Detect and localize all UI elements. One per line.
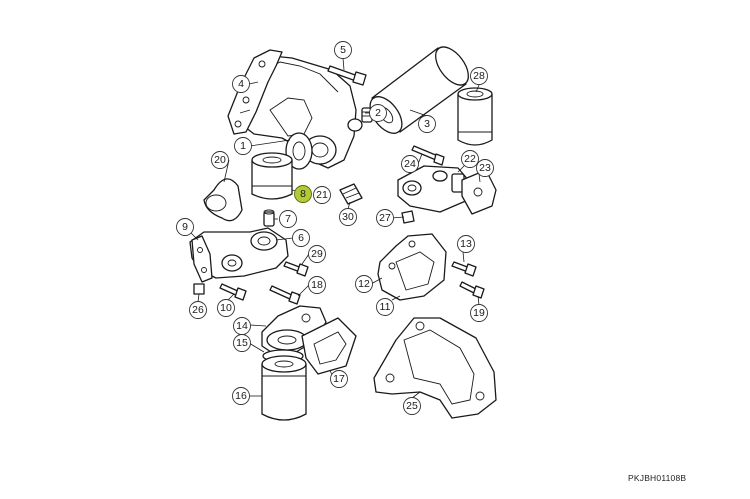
- callout-28: 28: [470, 67, 488, 85]
- callout-19: 19: [470, 304, 488, 322]
- filter-element-8: [251, 152, 293, 200]
- svg-text:22: 22: [464, 153, 476, 165]
- callout-21: 21: [313, 186, 331, 204]
- callout-9: 9: [176, 218, 194, 236]
- callout-1: 1: [234, 137, 252, 155]
- svg-text:16: 16: [235, 390, 247, 402]
- plug-27: [401, 210, 415, 224]
- spin-on-filter-16: [261, 355, 307, 421]
- adapter-block-22: [397, 165, 471, 213]
- svg-text:19: 19: [473, 307, 485, 319]
- svg-text:13: 13: [460, 238, 472, 250]
- callout-5: 5: [334, 41, 352, 59]
- svg-text:30: 30: [342, 211, 354, 223]
- bolt-5: [327, 65, 367, 86]
- svg-text:3: 3: [424, 118, 430, 130]
- callout-22: 22: [461, 150, 479, 168]
- svg-text:10: 10: [220, 302, 232, 314]
- svg-text:15: 15: [236, 337, 248, 349]
- callout-6: 6: [292, 229, 310, 247]
- callout-16: 16: [232, 387, 250, 405]
- housing-gasket: [227, 49, 283, 135]
- svg-text:26: 26: [192, 304, 204, 316]
- plug-26: [193, 283, 205, 295]
- svg-text:29: 29: [311, 248, 323, 260]
- bracket-11: [377, 233, 447, 301]
- svg-text:4: 4: [238, 78, 244, 90]
- bracket-plate-9: [191, 235, 213, 283]
- svg-text:9: 9: [182, 221, 188, 233]
- nipple-30: [339, 183, 363, 205]
- svg-text:6: 6: [298, 232, 304, 244]
- svg-text:28: 28: [473, 70, 485, 82]
- callout-17: 17: [330, 370, 348, 388]
- callout-18: 18: [308, 276, 326, 294]
- support-bracket-25: [373, 317, 497, 419]
- callout-24: 24: [401, 155, 419, 173]
- callout-27: 27: [376, 209, 394, 227]
- bolt-24: [411, 145, 445, 166]
- svg-text:14: 14: [236, 320, 248, 332]
- svg-text:24: 24: [404, 158, 416, 170]
- callout-10: 10: [217, 299, 235, 317]
- svg-text:20: 20: [214, 154, 226, 166]
- spacer-7: [263, 209, 275, 227]
- svg-text:25: 25: [406, 400, 418, 412]
- callout-12: 12: [355, 275, 373, 293]
- callout-14: 14: [233, 317, 251, 335]
- cover-cap-20: [203, 178, 243, 222]
- bolt-18: [269, 285, 301, 305]
- svg-text:11: 11: [380, 301, 391, 313]
- bolt-13: [451, 261, 477, 277]
- svg-text:21: 21: [316, 189, 328, 201]
- callout-8-highlighted: 8: [294, 185, 312, 203]
- filter-cartridge-28: [457, 87, 493, 146]
- callout-29: 29: [308, 245, 326, 263]
- callout-23: 23: [476, 159, 494, 177]
- callout-7: 7: [279, 210, 297, 228]
- callout-30: 30: [339, 208, 357, 226]
- bolt-10: [219, 283, 247, 301]
- figure-code: PKJBH01108B: [628, 473, 687, 483]
- svg-text:18: 18: [311, 279, 323, 291]
- svg-text:23: 23: [479, 162, 491, 174]
- svg-text:17: 17: [333, 373, 345, 385]
- mounting-bracket-6: [189, 227, 289, 279]
- bolt-19: [459, 281, 485, 299]
- callout-25: 25: [403, 397, 421, 415]
- svg-text:5: 5: [340, 44, 346, 56]
- svg-text:27: 27: [379, 212, 391, 224]
- svg-text:2: 2: [375, 107, 381, 119]
- callout-2: 2: [369, 104, 387, 122]
- callout-15: 15: [233, 334, 251, 352]
- svg-text:7: 7: [285, 213, 291, 225]
- callout-4: 4: [232, 75, 250, 93]
- svg-text:1: 1: [240, 140, 246, 152]
- callout-13: 13: [457, 235, 475, 253]
- svg-text:12: 12: [358, 278, 370, 290]
- callout-11: 11: [376, 298, 394, 316]
- gasket-17: [301, 317, 357, 375]
- callout-26: 26: [189, 301, 207, 319]
- svg-text:8: 8: [300, 188, 306, 200]
- callout-20: 20: [211, 151, 229, 169]
- bolt-29: [283, 261, 309, 277]
- callout-3: 3: [418, 115, 436, 133]
